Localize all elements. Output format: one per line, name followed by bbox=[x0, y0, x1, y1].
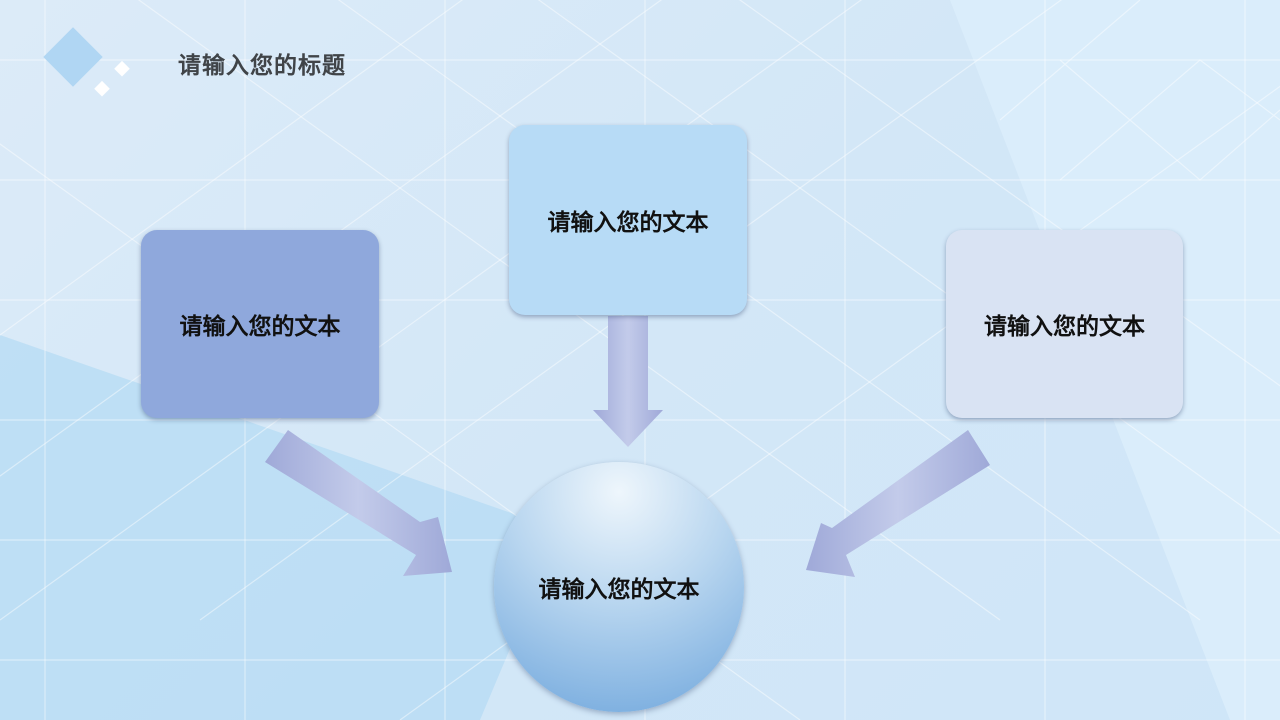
node-top-text: 请输入您的文本 bbox=[547, 210, 709, 236]
node-center-circle: 请输入您的文本 bbox=[494, 462, 744, 712]
arrow-down-right-icon bbox=[265, 430, 452, 576]
arrow-down-left-icon bbox=[806, 430, 990, 577]
logo-diamonds bbox=[43, 27, 130, 97]
node-top: 请输入您的文本 bbox=[509, 125, 747, 315]
node-right-text: 请输入您的文本 bbox=[984, 314, 1145, 340]
slide-title: 请输入您的标题 bbox=[178, 53, 346, 79]
node-center-text: 请输入您的文本 bbox=[538, 577, 700, 603]
node-left: 请输入您的文本 bbox=[141, 230, 379, 418]
node-right: 请输入您的文本 bbox=[946, 230, 1183, 418]
arrow-down-icon bbox=[593, 316, 663, 447]
node-left-text: 请输入您的文本 bbox=[179, 314, 341, 340]
